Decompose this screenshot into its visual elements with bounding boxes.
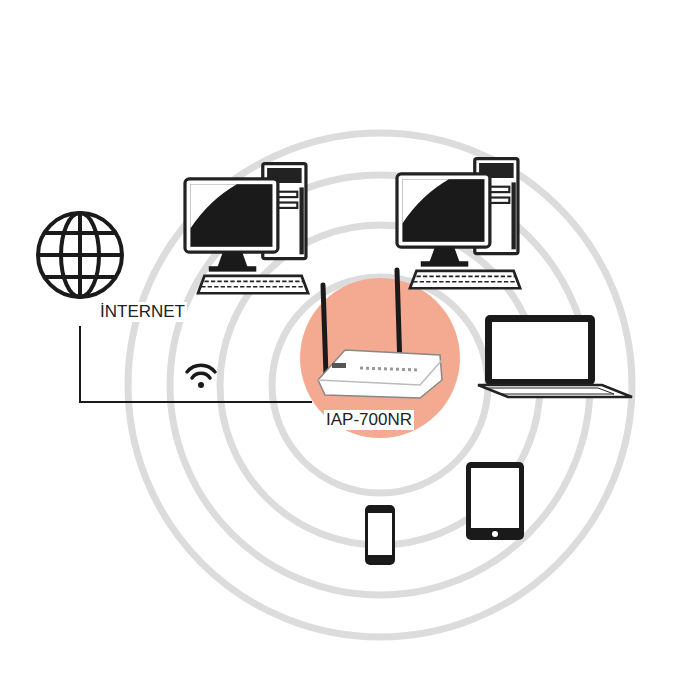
internet-node: İNTERNET: [30, 210, 191, 326]
cable-line: [80, 326, 312, 402]
router-node: IAP-700NR: [312, 262, 462, 442]
internet-label: İNTERNET: [98, 302, 187, 322]
router-model-label: IAP-700NR: [324, 410, 414, 430]
